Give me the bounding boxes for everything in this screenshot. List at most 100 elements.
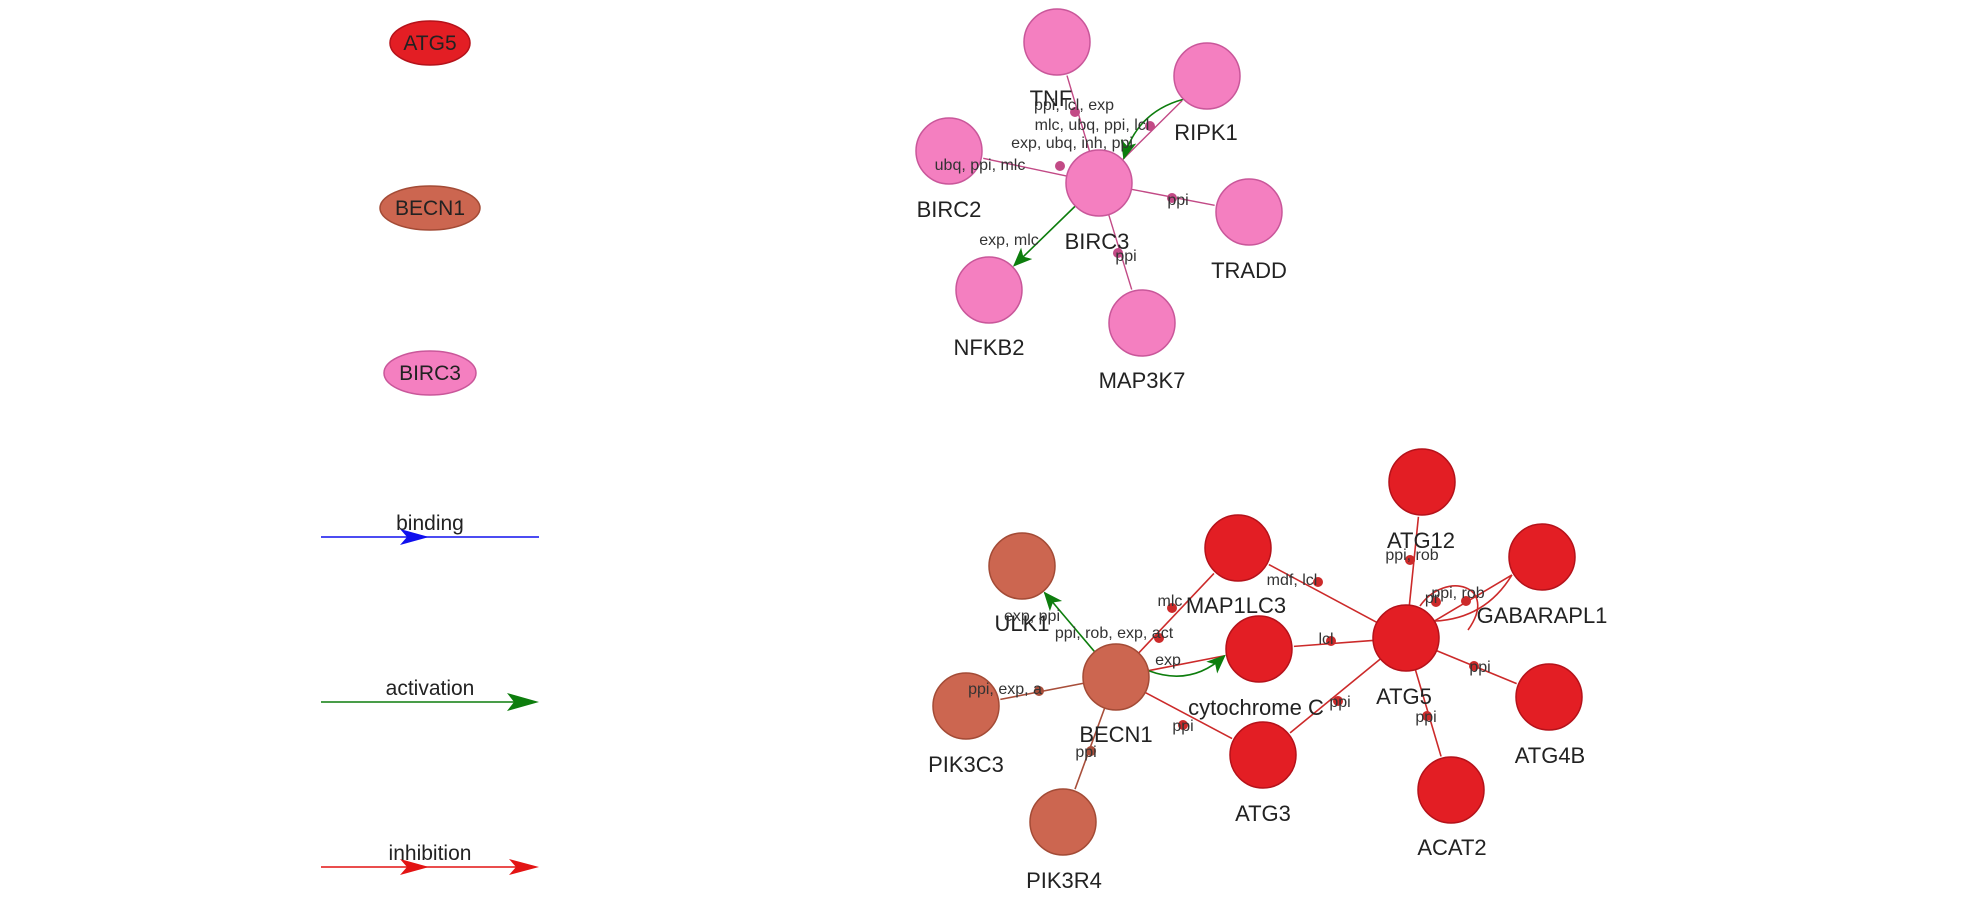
- node-circle[interactable]: [1225, 615, 1293, 683]
- node-gabarapl1[interactable]: GABARAPL1: [1477, 523, 1608, 628]
- edge-label: ppi: [1172, 718, 1193, 735]
- node-atg4b[interactable]: ATG4B: [1515, 663, 1586, 768]
- node-label: TRADD: [1211, 258, 1287, 283]
- node-atg3[interactable]: ATG3: [1229, 721, 1297, 826]
- edge-dot: [1154, 633, 1164, 643]
- node-label: TNF: [1030, 86, 1073, 111]
- node-atg5[interactable]: ATG5: [1372, 604, 1440, 709]
- edge-label: ppi: [1329, 694, 1350, 711]
- node-map3k7[interactable]: MAP3K7: [1099, 289, 1186, 393]
- node-circle[interactable]: [1215, 178, 1283, 246]
- node-map1lc3[interactable]: MAP1LC3: [1186, 514, 1286, 618]
- node-circle[interactable]: [932, 672, 1000, 740]
- node-circle[interactable]: [1508, 523, 1576, 591]
- node-circle[interactable]: [915, 117, 983, 185]
- node-label: ATG12: [1387, 528, 1455, 553]
- node-birc2[interactable]: BIRC2: [915, 117, 983, 222]
- legend-node-label: BIRC3: [399, 362, 461, 385]
- edge-label: mlc: [1158, 593, 1183, 610]
- node-label: BIRC2: [917, 197, 982, 222]
- edge-atg5-gabarapl1: [1433, 574, 1513, 622]
- edge-label: ppi: [1115, 248, 1136, 265]
- node-label: GABARAPL1: [1477, 603, 1608, 628]
- legend-node-becn1: BECN1: [379, 185, 481, 231]
- binding-arrow-icon: [400, 529, 429, 545]
- legend-node-birc3: BIRC3: [383, 350, 477, 396]
- edge-label: ppi, exp, a: [968, 681, 1042, 698]
- node-label: MAP1LC3: [1186, 593, 1286, 618]
- edge-dot: [1405, 555, 1415, 565]
- edge-label: exp, ppi: [1004, 608, 1060, 625]
- node-label: ACAT2: [1417, 835, 1486, 860]
- node-cytochrome-c[interactable]: cytochrome C: [1188, 615, 1324, 720]
- node-circle[interactable]: [1204, 514, 1272, 582]
- legend-node-atg5: ATG5: [389, 20, 471, 66]
- edge-dot: [1145, 121, 1155, 131]
- node-label: BECN1: [1079, 722, 1152, 747]
- node-circle[interactable]: [955, 256, 1023, 324]
- node-circle[interactable]: [1372, 604, 1440, 672]
- edge-label: exp, mlc: [979, 232, 1039, 249]
- node-nfkb2[interactable]: NFKB2: [954, 256, 1025, 360]
- activation-arrow-icon: [507, 693, 539, 711]
- node-pik3r4[interactable]: PIK3R4: [1026, 788, 1102, 893]
- edge-label: pr: [1425, 590, 1440, 607]
- edge-label: ppi: [1469, 659, 1490, 676]
- edge-becn1-map1lc3: [1138, 572, 1215, 654]
- node-atg12[interactable]: ATG12: [1387, 448, 1456, 553]
- edge-label: ppi, rob: [1385, 547, 1438, 564]
- edge-dot: [1070, 107, 1080, 117]
- node-circle[interactable]: [1029, 788, 1097, 856]
- legend-edge-inhibition: inhibition: [321, 842, 539, 875]
- edge-birc3-nfkb2: [1012, 205, 1076, 267]
- node-acat2[interactable]: ACAT2: [1417, 756, 1487, 860]
- edge-label: ppi: [1167, 192, 1188, 209]
- node-label: ATG3: [1235, 801, 1291, 826]
- edge-becn1-cytochrome-c: [1148, 654, 1226, 677]
- node-ripk1[interactable]: RIPK1: [1173, 42, 1241, 145]
- legend-node-shape: [379, 185, 481, 231]
- node-tnf[interactable]: TNF: [1023, 8, 1091, 111]
- edge-label: ppi, lcl, exp: [1034, 97, 1114, 114]
- edge-dot: [1167, 193, 1177, 203]
- edge-becn1-atg3: [1144, 691, 1233, 740]
- node-circle[interactable]: [1388, 448, 1456, 516]
- edge-dot: [1178, 720, 1188, 730]
- edge-dot: [1086, 746, 1096, 756]
- node-ulk1[interactable]: ULK1: [988, 532, 1056, 636]
- node-label: ULK1: [994, 611, 1049, 636]
- edge-dot: [1313, 577, 1323, 587]
- node-circle[interactable]: [1515, 663, 1583, 731]
- node-label: NFKB2: [954, 335, 1025, 360]
- node-circle[interactable]: [1173, 42, 1241, 110]
- node-circle[interactable]: [1082, 643, 1150, 711]
- edge-label: exp: [1155, 652, 1181, 669]
- legend-edge-label: inhibition: [389, 842, 472, 865]
- node-becn1[interactable]: BECN1: [1079, 643, 1153, 747]
- legend-node-shape: [389, 20, 471, 66]
- node-label: PIK3C3: [928, 752, 1004, 777]
- edge-dot: [1034, 686, 1044, 696]
- node-circle[interactable]: [1023, 8, 1091, 76]
- node-circle[interactable]: [1108, 289, 1176, 357]
- node-circle[interactable]: [1229, 721, 1297, 789]
- edge-label: ppi: [1075, 744, 1096, 761]
- node-birc3[interactable]: BIRC3: [1065, 149, 1133, 254]
- node-circle[interactable]: [988, 532, 1056, 600]
- edge-atg5-gabarapl1: [1434, 574, 1513, 622]
- edge-dot: [1333, 696, 1343, 706]
- node-circle[interactable]: [1065, 149, 1133, 217]
- node-tradd[interactable]: TRADD: [1211, 178, 1287, 283]
- node-label: cytochrome C: [1188, 695, 1324, 720]
- legend: ATG5 BECN1 BIRC3 binding activation inhi…: [321, 20, 539, 875]
- legend-edge-activation: activation: [321, 677, 539, 711]
- legend-edge-binding: binding: [321, 512, 539, 545]
- legend-node-label: BECN1: [395, 197, 465, 220]
- edge-dot: [1326, 636, 1336, 646]
- inhibition-arrow-icon: [400, 859, 429, 875]
- edge-label: mlc, ubq, ppi, lcl: [1035, 117, 1150, 134]
- node-circle[interactable]: [1417, 756, 1485, 824]
- node-pik3c3[interactable]: PIK3C3: [928, 672, 1004, 777]
- node-label: MAP3K7: [1099, 368, 1186, 393]
